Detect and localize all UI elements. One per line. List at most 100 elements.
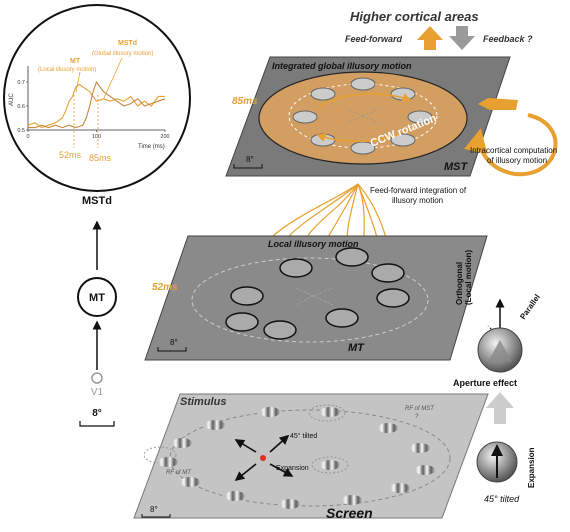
series-label-mst-sub: (Global illusory motion) xyxy=(92,51,153,57)
mt-scale-bar xyxy=(157,347,187,352)
aperture-panel: Orthogonal (Local motion) Parallel Apert… xyxy=(453,250,542,504)
chart-x-tick-label: 200 xyxy=(160,134,169,140)
hierarchy-scale-bar xyxy=(79,421,115,427)
mt-rf-outline xyxy=(308,404,346,422)
parallel-label: Parallel xyxy=(518,293,542,321)
chart-x-tick-label: 100 xyxy=(92,134,101,140)
rf-mst-label: RF of MST xyxy=(405,406,435,412)
mt-panel: Local illusory motion MT 8° 52ms xyxy=(144,235,488,361)
mst-pointer xyxy=(103,57,123,99)
latency-mt-label: 52ms xyxy=(59,150,82,160)
higher-areas-label: Higher cortical areas xyxy=(350,9,479,24)
chart-ylabel: AUC xyxy=(9,93,15,106)
mt-rf-outline xyxy=(311,456,349,474)
feed-forward-arrow xyxy=(417,26,443,50)
grating-patch xyxy=(180,477,200,487)
mst-subunit xyxy=(350,77,376,91)
grating-patch xyxy=(158,457,178,467)
mt-rf xyxy=(325,308,359,328)
chart-xlabel: Time (ms) xyxy=(138,144,165,150)
mt-scale-label: 8° xyxy=(170,338,178,347)
mst-scale-bar xyxy=(233,164,263,169)
mst-center-line xyxy=(362,115,384,125)
orthogonal-arrow xyxy=(487,325,504,341)
expansion-arrow xyxy=(234,439,257,453)
mt-rf xyxy=(335,247,369,267)
chart-series-mstd-line xyxy=(28,80,166,129)
mt-label: MT xyxy=(348,342,365,354)
intracortical-arrow-head xyxy=(478,98,518,110)
grating-patch xyxy=(172,438,192,448)
mst-subunit xyxy=(390,133,416,147)
screen-plane xyxy=(133,393,489,519)
mt-rf xyxy=(225,312,259,332)
mt-rf xyxy=(376,288,410,308)
expansion-side-label: Expansion xyxy=(527,447,536,488)
grating-patch xyxy=(410,443,430,453)
mt-rf xyxy=(279,258,313,278)
screen-scale-label: 8° xyxy=(150,505,158,514)
intracortical-label: Intracortical computation xyxy=(470,146,557,155)
mt-center-line xyxy=(312,287,334,297)
chart-x-tick-label: 0 xyxy=(26,134,29,140)
feed-forward-label: Feed-forward xyxy=(345,34,403,44)
hierarchy: MSTd MT V1 8° xyxy=(77,195,117,427)
grating-patch xyxy=(390,483,410,493)
mt-rf xyxy=(371,263,405,283)
chart-y-tick-label: 0.7 xyxy=(17,80,25,86)
mt-rf xyxy=(263,320,297,340)
mst-subunit xyxy=(310,87,336,101)
inset-circle xyxy=(3,4,191,192)
hierarchy-scale-label: 8° xyxy=(92,408,102,419)
grating-patch xyxy=(280,499,300,509)
mst-label: MST xyxy=(444,161,469,173)
ccw-arc-bottom xyxy=(316,127,411,143)
orthogonal-sub-label: (Local motion) xyxy=(464,250,473,305)
expansion-arrow xyxy=(234,463,257,481)
v1-label: V1 xyxy=(91,387,104,398)
mt-rf-outline xyxy=(143,446,177,464)
higher-areas-header: Higher cortical areas Feed-forward Feedb… xyxy=(345,9,533,50)
expansion-label: Expansion xyxy=(276,465,309,472)
mt-node-label: MT xyxy=(89,292,105,304)
ff-integration-label: Feed-forward integration of xyxy=(370,186,467,195)
mt-pointer xyxy=(75,71,81,93)
series-label-mst: MSTd xyxy=(118,40,137,47)
orthogonal-label: Orthogonal xyxy=(455,262,464,305)
grating-patch xyxy=(260,407,280,417)
mt-center-line xyxy=(295,295,314,306)
tilted-label: 45° tilted xyxy=(290,432,317,440)
expansion-arrow xyxy=(269,463,294,477)
screen-scale-bar xyxy=(141,514,171,518)
aperture-grating xyxy=(488,340,512,362)
mst-scale-label: 8° xyxy=(246,155,254,164)
chart-y-tick-label: 0.6 xyxy=(17,104,25,110)
feedback-label: Feedback ? xyxy=(483,34,533,44)
mt-center-line xyxy=(295,287,314,297)
mst-subunit xyxy=(310,133,336,147)
mst-center-line xyxy=(362,107,384,117)
rf-mt-label: RF of MT xyxy=(166,470,192,476)
fixation-dot xyxy=(260,455,266,461)
expansion-arrow xyxy=(269,434,290,453)
stimulus-title: Stimulus xyxy=(180,396,226,408)
screen-label: Screen xyxy=(326,505,373,521)
mst-panel: Integrated global illusory motion CCW ro… xyxy=(225,56,558,177)
mt-node xyxy=(77,277,117,317)
mst-center-line xyxy=(344,115,364,125)
mt-panel-title: Local illusory motion xyxy=(268,239,359,249)
intracortical-loop-arrow xyxy=(463,113,558,177)
grating-patch xyxy=(342,495,362,505)
grating-patch xyxy=(378,423,398,433)
grating-patch xyxy=(415,465,435,475)
intracortical-label-2: of illusory motion xyxy=(487,156,547,165)
tilted-bottom-label: 45° tilted xyxy=(484,494,520,504)
rf-mst-q: ? xyxy=(415,414,419,420)
mst-latency-label: 85ms xyxy=(232,96,258,107)
chart-series-mt-line xyxy=(27,83,165,129)
mt-latency-label: 52ms xyxy=(152,282,178,293)
